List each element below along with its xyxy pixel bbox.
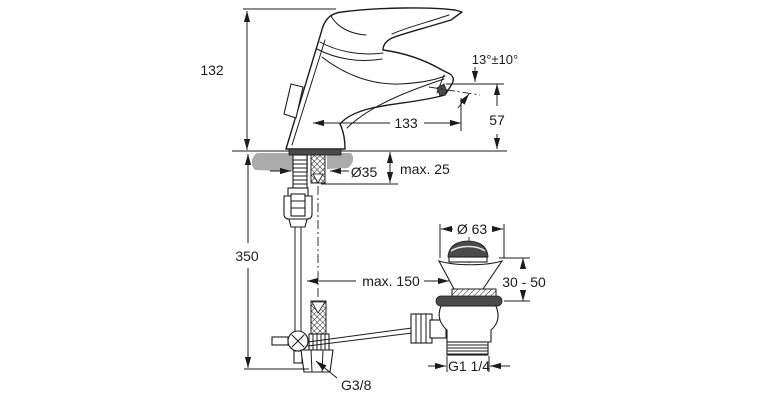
rod-clamp-joint xyxy=(271,330,309,364)
dim-deck-thickness: max. 25 xyxy=(386,152,450,183)
dim-label-spout-reach: 133 xyxy=(394,115,418,131)
dim-label-hole-diameter: Ø35 xyxy=(351,164,378,180)
waste-tail-thread xyxy=(446,341,489,356)
horizontal-lever-rod xyxy=(307,327,413,347)
fastening-clamp xyxy=(283,187,313,228)
dim-label-basin-thickness: 30 - 50 xyxy=(502,274,546,290)
dim-supply-thread: G3/8 xyxy=(315,360,372,393)
threaded-shank xyxy=(292,154,308,193)
dim-label-deck-thickness: max. 25 xyxy=(400,161,450,177)
dim-plug-diameter: Ø 63 xyxy=(439,221,505,258)
shank-thread-lines xyxy=(292,159,308,189)
dim-spout-angle: 13°±10° xyxy=(428,52,518,109)
dim-label-supply-thread: G3/8 xyxy=(341,377,372,393)
faucet-body-inner-edge xyxy=(291,39,326,146)
pull-rod xyxy=(294,226,302,332)
dim-waste-thread: G1 1/4 xyxy=(428,356,510,374)
waste-body xyxy=(438,305,499,343)
dim-basin-thickness: 30 - 50 xyxy=(499,257,546,302)
waste-plug xyxy=(447,240,489,263)
waste-oring xyxy=(435,295,503,307)
dim-hole-diameter: Ø35 xyxy=(270,164,377,180)
dim-label-hose-length: 350 xyxy=(235,248,259,264)
spout-neck-curve xyxy=(321,56,446,85)
dim-overall-height: 132 xyxy=(200,8,336,150)
handle-knob-line xyxy=(330,15,367,36)
waste-funnel xyxy=(437,260,504,290)
dim-label-waste-offset: max. 150 xyxy=(362,273,420,289)
spout-inner-curve xyxy=(346,78,445,129)
dim-label-spout-angle: 13°±10° xyxy=(472,52,518,67)
dim-label-overall-height: 132 xyxy=(200,62,224,78)
aerator-outlet xyxy=(436,83,448,97)
dim-hose-length: 350 xyxy=(235,154,309,370)
dim-label-spout-height: 57 xyxy=(489,112,505,128)
faucet-body xyxy=(285,7,463,150)
mounting-stud xyxy=(310,154,326,184)
cartridge-ring-line-1 xyxy=(319,41,384,55)
dim-label-waste-thread: G1 1/4 xyxy=(448,358,490,374)
dim-spout-height: 57 xyxy=(446,83,505,149)
body-side-tab xyxy=(283,83,304,119)
cartridge-ring-line-2 xyxy=(316,48,383,62)
countertop-right xyxy=(327,153,354,169)
handle-underside-line xyxy=(391,14,450,35)
base-gasket xyxy=(288,148,342,156)
dim-label-plug-diameter: Ø 63 xyxy=(457,221,488,237)
dim-spout-reach: 133 xyxy=(313,98,462,131)
supply-hose-end xyxy=(308,300,330,351)
dim-waste-offset: max. 150 xyxy=(307,273,449,289)
